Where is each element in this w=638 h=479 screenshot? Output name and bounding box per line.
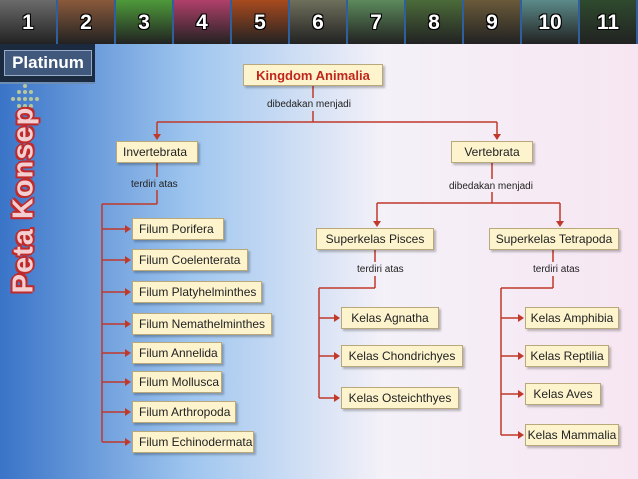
connector-arrow-53 [518, 390, 524, 398]
nav-tab-label: 8 [428, 11, 440, 34]
nav-tab-1[interactable]: 1 [0, 0, 56, 44]
connector-arrow-12 [125, 225, 131, 233]
connector-arrow-51 [518, 352, 524, 360]
connector-arrow-4 [153, 134, 161, 140]
nav-tab-label: 3 [138, 11, 150, 34]
node-filum-porifera: Filum Porifera [132, 218, 224, 240]
nav-tab-6[interactable]: 6 [290, 0, 346, 44]
nav-tab-4[interactable]: 4 [174, 0, 230, 44]
node-kelas-chondrichyes: Kelas Chondrichyes [341, 345, 463, 367]
node-filum-annelida: Filum Annelida [132, 342, 222, 364]
node-filum-arthropoda: Filum Arthropoda [132, 401, 236, 423]
node-invertebrata: Invertebrata [116, 141, 198, 163]
node-kelas-mammalia: Kelas Mammalia [525, 424, 619, 446]
connector-arrow-26 [125, 438, 131, 446]
connector-arrow-33 [556, 221, 564, 227]
connector-arrow-6 [493, 134, 501, 140]
nav-tab-label: 1 [22, 11, 34, 34]
nav-tab-7[interactable]: 7 [348, 0, 404, 44]
node-filum-coelenterata: Filum Coelenterata [132, 249, 248, 271]
node-vertebrata: Vertebrata [451, 141, 533, 163]
nav-tab-5[interactable]: 5 [232, 0, 288, 44]
logo-text: Platinum [4, 50, 92, 76]
nav-tab-label: 6 [312, 11, 324, 34]
dot-pattern-icon [11, 84, 39, 114]
platinum-logo: Platinum [0, 44, 95, 84]
connector-arrow-20 [125, 349, 131, 357]
connector-arrow-55 [518, 431, 524, 439]
connector-arrow-41 [334, 352, 340, 360]
connector-arrow-16 [125, 288, 131, 296]
connector-arrow-43 [334, 394, 340, 402]
node-superkelas-pisces: Superkelas Pisces [316, 228, 434, 250]
node-kelas-agnatha: Kelas Agnatha [341, 307, 439, 329]
node-kelas-reptilia: Kelas Reptilia [525, 345, 609, 367]
nav-tab-9[interactable]: 9 [464, 0, 520, 44]
nav-tab-label: 2 [80, 11, 92, 34]
nav-tab-2[interactable]: 2 [58, 0, 114, 44]
nav-tab-3[interactable]: 3 [116, 0, 172, 44]
label-vertebrata-link: dibedakan menjadi [449, 181, 533, 192]
nav-bar: 1 2 3 4 5 6 7 8 9 10 11 [0, 0, 638, 44]
nav-tab-label: 5 [254, 11, 266, 34]
nav-tab-label: 7 [370, 11, 382, 34]
node-superkelas-tetrapoda: Superkelas Tetrapoda [489, 228, 619, 250]
connector-arrow-31 [373, 221, 381, 227]
node-filum-echinodermata: Filum Echinodermata [132, 431, 254, 453]
nav-tab-label: 10 [538, 11, 562, 34]
node-kelas-aves: Kelas Aves [525, 383, 601, 405]
nav-tab-10[interactable]: 10 [522, 0, 578, 44]
node-filum-mollusca: Filum Mollusca [132, 371, 222, 393]
node-kelas-amphibia: Kelas Amphibia [525, 307, 619, 329]
label-pisces-link: terdiri atas [357, 264, 404, 275]
nav-tab-label: 11 [596, 11, 620, 34]
nav-tab-8[interactable]: 8 [406, 0, 462, 44]
connector-arrow-24 [125, 408, 131, 416]
nav-tab-label: 9 [486, 11, 498, 34]
node-filum-platyhelminthes: Filum Platyhelminthes [132, 281, 262, 303]
node-kelas-osteichthyes: Kelas Osteichthyes [341, 387, 459, 409]
node-kingdom-animalia: Kingdom Animalia [243, 64, 383, 86]
connector-arrow-14 [125, 256, 131, 264]
nav-tab-11[interactable]: 11 [580, 0, 636, 44]
label-tetrapoda-link: terdiri atas [533, 264, 580, 275]
nav-tab-label: 4 [196, 11, 208, 34]
connector-arrow-22 [125, 378, 131, 386]
node-filum-nemathelminthes: Filum Nemathelminthes [132, 313, 272, 335]
label-root-link: dibedakan menjadi [267, 99, 351, 110]
connector-arrow-49 [518, 314, 524, 322]
connector-arrow-39 [334, 314, 340, 322]
connector-arrow-18 [125, 320, 131, 328]
label-invertebrata-link: terdiri atas [131, 179, 178, 190]
